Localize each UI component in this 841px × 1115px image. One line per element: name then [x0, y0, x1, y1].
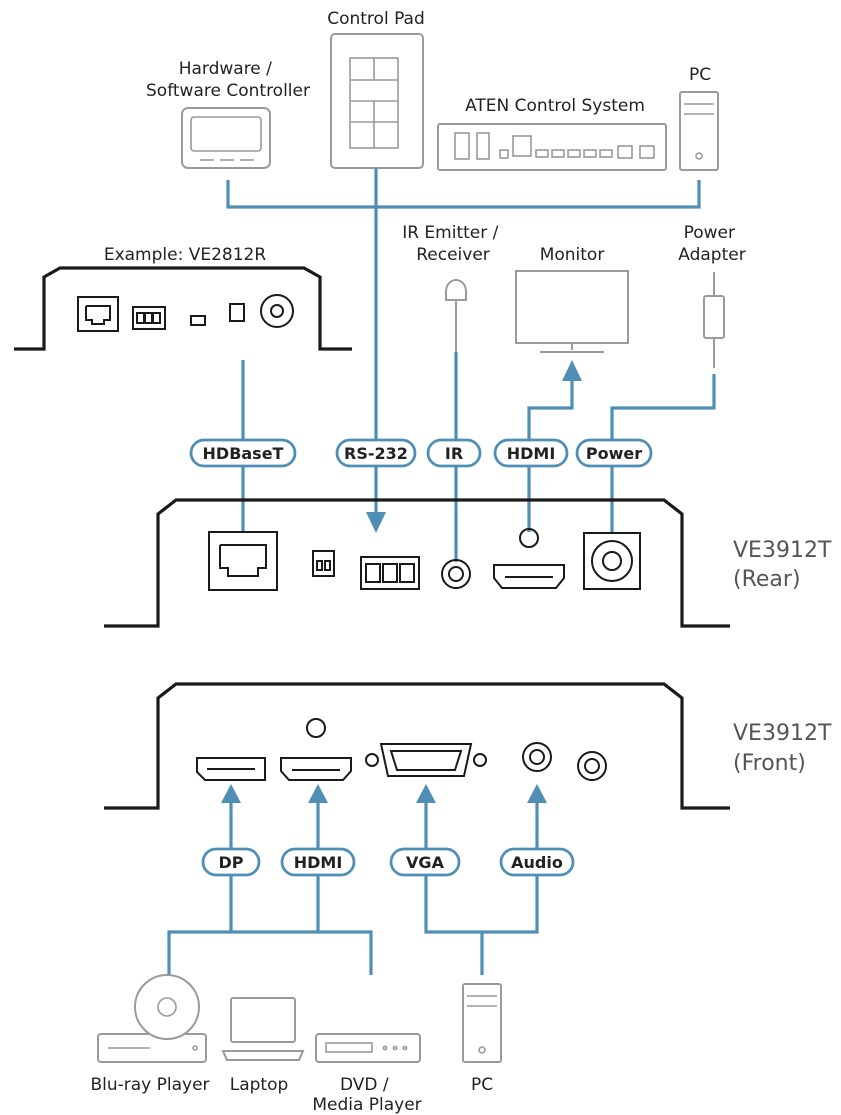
monitor-arrow [562, 360, 582, 381]
hdmi-rear-wire [527, 378, 574, 532]
ir-emitter-label: IR Emitter / Receiver [402, 223, 504, 265]
example-receiver-label: Example: VE2812R [104, 245, 267, 265]
pill-rs232: RS-232 [335, 438, 417, 468]
pill-hdmi-front-label: HDMI [294, 853, 343, 872]
dvd-media-player-label-line2: Media Player [312, 1095, 421, 1115]
dp-arrow [221, 784, 241, 803]
ir-emitter-label-line2: Receiver [416, 245, 490, 265]
pill-hdbaset: HDBaseT [189, 438, 297, 468]
rs232-arrow [366, 512, 386, 533]
dvd-media-player-device [315, 1033, 421, 1063]
front-model-name: VE3912T [733, 721, 832, 746]
power-wire [610, 374, 716, 532]
rear-model-view: (Rear) [733, 567, 801, 592]
rear-model-name: VE3912T [733, 538, 832, 563]
control-bus-wire [226, 180, 701, 209]
pc-top-label: PC [689, 65, 711, 85]
rear-model-label: VE3912T (Rear) [733, 538, 838, 592]
laptop-device [221, 997, 305, 1061]
example-receiver-device [14, 266, 352, 351]
hardware-controller-label-line2: Software Controller [146, 81, 310, 101]
dvd-media-player-label: DVD / Media Player [312, 1075, 421, 1115]
pill-vga-label: VGA [406, 853, 445, 872]
pill-ir: IR [426, 438, 482, 468]
power-adapter-device [703, 272, 725, 368]
front-model-view: (Front) [733, 751, 806, 776]
ir-emitter-label-line1: IR Emitter / [402, 223, 498, 243]
monitor-device [515, 270, 629, 353]
dvd-media-player-label-line1: DVD / [340, 1075, 389, 1095]
ve3912t-front-unit [104, 682, 730, 810]
power-adapter-label: Power Adapter [678, 223, 745, 265]
pill-power-label: Power [586, 444, 642, 463]
pc-bottom-device [462, 983, 502, 1063]
hardware-controller-label-line1: Hardware / [179, 59, 272, 79]
control-pad-device [330, 33, 424, 169]
aten-control-system-device [437, 123, 667, 171]
pill-dp: DP [201, 847, 261, 877]
pill-power: Power [575, 438, 653, 468]
ir-emitter-device [445, 279, 467, 352]
blu-ray-player-device [97, 974, 207, 1063]
front-model-label: VE3912T (Front) [733, 721, 838, 776]
hardware-controller-device [181, 107, 271, 169]
pill-hdmi-rear: HDMI [493, 438, 569, 468]
pill-ir-label: IR [445, 444, 463, 463]
ve3912t-rear-unit [104, 498, 730, 628]
pill-hdmi-rear-label: HDMI [507, 444, 556, 463]
pill-rs232-label: RS-232 [344, 444, 408, 463]
power-adapter-label-line2: Adapter [678, 245, 745, 265]
pill-hdbaset-label: HDBaseT [203, 444, 284, 463]
hdmi-front-arrow [308, 784, 328, 803]
pill-vga: VGA [389, 847, 461, 877]
audio-arrow [527, 784, 547, 803]
vga-arrow [416, 784, 436, 803]
laptop-label: Laptop [230, 1075, 289, 1095]
pill-audio: Audio [499, 847, 575, 877]
pc-bottom-label: PC [471, 1075, 493, 1095]
monitor-label: Monitor [540, 245, 605, 265]
pill-dp-label: DP [218, 853, 243, 872]
pill-hdmi-front: HDMI [280, 847, 356, 877]
control-pad-label: Control Pad [327, 9, 425, 29]
aten-control-system-label: ATEN Control System [465, 96, 645, 116]
pc-top-device [679, 91, 719, 171]
blu-ray-player-label: Blu-ray Player [90, 1075, 209, 1095]
power-adapter-label-line1: Power [684, 223, 735, 243]
hardware-controller-label: Hardware / Software Controller [146, 59, 310, 101]
pill-audio-label: Audio [511, 853, 563, 872]
source-bus-wire [167, 930, 373, 975]
